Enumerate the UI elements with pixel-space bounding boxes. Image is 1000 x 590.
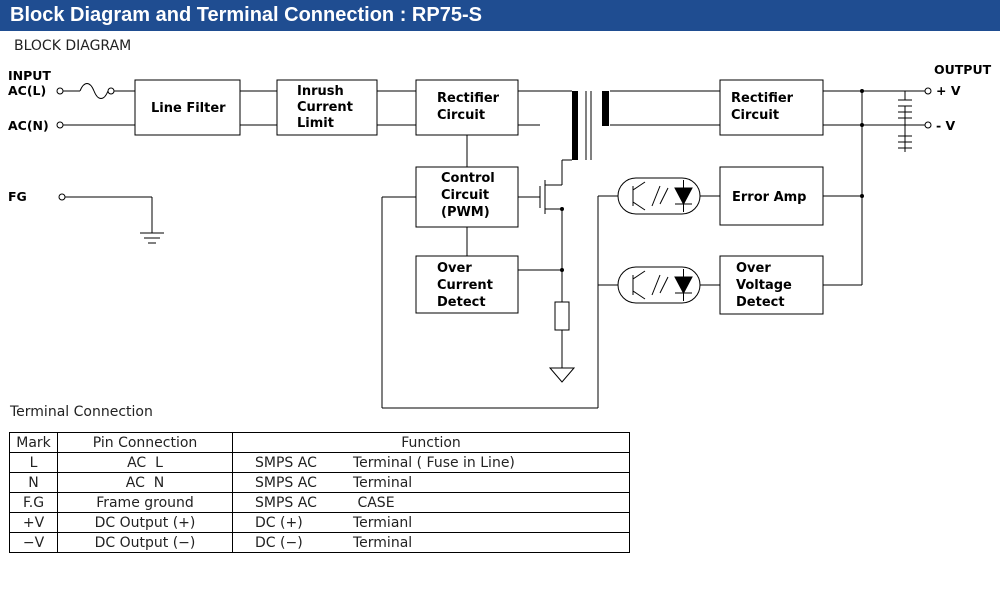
inrush-label-2: Current — [297, 100, 353, 115]
row-mark: −V — [9, 532, 58, 553]
row-mark: L — [9, 452, 58, 473]
row-pin: Frame ground — [57, 492, 233, 513]
fg-terminal — [58, 193, 66, 201]
ac-l-terminal — [56, 87, 64, 95]
over-current-label-1: Over — [437, 261, 472, 276]
row-function-a: SMPS AC — [255, 494, 317, 511]
row-function: SMPS AC CASE — [232, 492, 630, 513]
error-amp-label: Error Amp — [732, 190, 806, 205]
control-label-3: (PWM) — [441, 205, 490, 220]
rectifier-2-block — [719, 79, 824, 136]
page-title: Block Diagram and Terminal Connection : … — [10, 4, 482, 26]
ac-n-label: AC(N) — [8, 118, 49, 133]
table-header-row: Mark Pin Connection Function — [9, 432, 630, 453]
output-label: OUTPUT — [934, 62, 992, 77]
rectifier-2-label-1: Rectifier — [731, 91, 794, 106]
inrush-label-3: Limit — [297, 116, 334, 131]
row-function: SMPS AC Terminal ( Fuse in Line) — [232, 452, 630, 473]
block-diagram-heading: BLOCK DIAGRAM — [14, 38, 132, 54]
primary-ground-symbol — [548, 367, 576, 383]
line-filter-label: Line Filter — [151, 101, 226, 116]
over-voltage-label-1: Over — [736, 261, 771, 276]
table-row: +V DC Output (+) DC (+) Termianl — [9, 512, 630, 533]
row-function-a: DC (+) — [255, 514, 303, 531]
ac-l-label: AC(L) — [8, 83, 46, 98]
rectifier-1-label-2: Circuit — [437, 108, 485, 123]
control-label-2: Circuit — [441, 188, 489, 203]
photocoupler-1 — [617, 177, 701, 215]
rectifier-1-label-1: Rectifier — [437, 91, 500, 106]
col-function-header: Function — [232, 432, 630, 453]
row-function-b: Terminal ( Fuse in Line) — [353, 454, 515, 471]
title-bar: Block Diagram and Terminal Connection : … — [0, 0, 1000, 31]
over-voltage-label-3: Detect — [736, 295, 785, 310]
plus-v-terminal — [924, 87, 932, 95]
plus-v-label: + V — [936, 83, 961, 98]
row-function: SMPS AC Terminal — [232, 472, 630, 493]
minus-v-label: - V — [936, 118, 956, 133]
row-pin: AC L — [57, 452, 233, 473]
ac-n-terminal — [56, 121, 64, 129]
row-function-a: DC (−) — [255, 534, 303, 551]
row-pin: DC Output (−) — [57, 532, 233, 553]
inrush-label-1: Inrush — [297, 84, 344, 99]
over-current-label-2: Current — [437, 278, 493, 293]
row-function: DC (−) Terminal — [232, 532, 630, 553]
block-diagram: INPUT AC(L) AC(N) FG OUTPUT + V - V Line… — [8, 62, 992, 409]
transformer-symbol — [572, 91, 609, 160]
row-function: DC (+) Termianl — [232, 512, 630, 533]
row-function-a: SMPS AC — [255, 454, 317, 471]
row-function-b: Terminal — [353, 534, 413, 551]
terminal-heading: Terminal Connection — [10, 404, 153, 420]
col-pin-header: Pin Connection — [57, 432, 233, 453]
inrush-block — [276, 79, 378, 136]
photocoupler-2 — [617, 266, 701, 304]
input-label: INPUT — [8, 68, 51, 83]
row-mark: +V — [9, 512, 58, 533]
sense-resistor — [554, 301, 570, 331]
row-function-b: Termianl — [353, 514, 413, 531]
minus-v-terminal — [924, 121, 932, 129]
row-mark: F.G — [9, 492, 58, 513]
row-function-b: CASE — [353, 494, 395, 511]
over-voltage-label-2: Voltage — [736, 278, 792, 293]
fg-label: FG — [8, 189, 27, 204]
fuse-symbol — [79, 83, 109, 99]
control-label-1: Control — [441, 171, 495, 186]
table-row: N AC N SMPS AC Terminal — [9, 472, 630, 493]
row-mark: N — [9, 472, 58, 493]
row-function-a: SMPS AC — [255, 474, 317, 491]
terminal-table: Mark Pin Connection Function L AC L SMPS… — [9, 432, 630, 553]
col-mark-header: Mark — [9, 432, 58, 453]
row-pin: AC N — [57, 472, 233, 493]
over-current-label-3: Detect — [437, 295, 486, 310]
table-row: −V DC Output (−) DC (−) Terminal — [9, 532, 630, 553]
row-pin: DC Output (+) — [57, 512, 233, 533]
line-filter-block — [134, 79, 241, 136]
rectifier-2-label-2: Circuit — [731, 108, 779, 123]
table-row: F.G Frame ground SMPS AC CASE — [9, 492, 630, 513]
table-row: L AC L SMPS AC Terminal ( Fuse in Line) — [9, 452, 630, 473]
row-function-b: Terminal — [353, 474, 413, 491]
